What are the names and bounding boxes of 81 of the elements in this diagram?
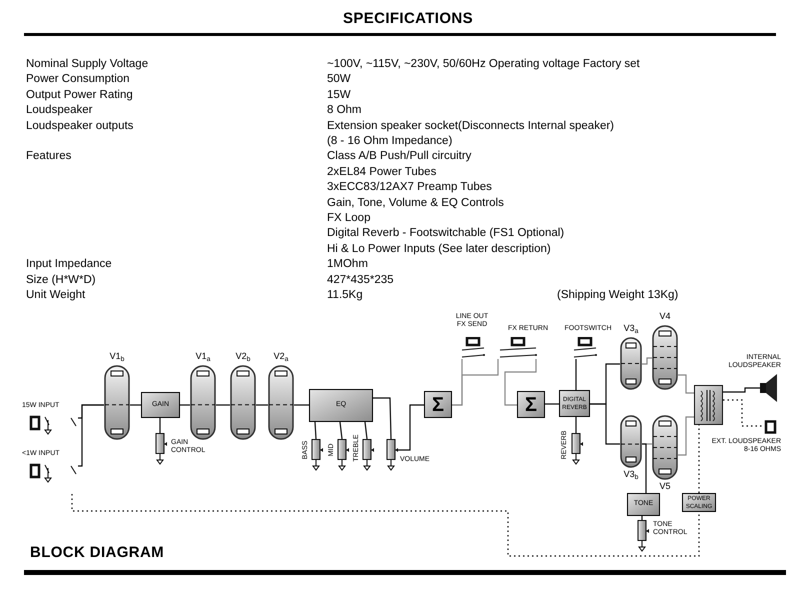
signal-wire <box>373 397 392 440</box>
dotted-link-line <box>723 399 762 427</box>
signal-wire <box>575 359 577 390</box>
tube-label: V3$_{b}$ <box>622 469 640 480</box>
vacuum-tube <box>268 365 294 440</box>
signal-wire <box>364 422 368 440</box>
potentiometer-symbol <box>386 439 398 471</box>
signal-wire <box>590 403 620 445</box>
potentiometer-symbol <box>337 439 349 471</box>
signal-wire <box>545 403 559 405</box>
spec-name: Power Consumption <box>26 72 130 86</box>
loudspeaker-icon <box>760 373 778 403</box>
signal-wire <box>339 422 343 440</box>
spec-name: Nominal Supply Voltage <box>26 57 148 71</box>
signal-wire <box>294 404 309 406</box>
tube-label: V2$_{a}$ <box>272 351 290 362</box>
spec-value: 11.5Kg <box>327 288 363 302</box>
dotted-link-line <box>71 494 700 557</box>
spec-name: Loudspeaker <box>26 103 92 118</box>
vacuum-tube <box>190 365 216 440</box>
spec-name: Output Power Rating <box>26 88 133 102</box>
spec-value: (8 - 16 Ohm Impedance) <box>327 134 452 148</box>
spec-value: FX Loop <box>327 211 370 225</box>
tube-label: V2$_{b}$ <box>234 351 252 362</box>
jack-socket <box>762 420 778 434</box>
page-title: SPECIFICATIONS <box>342 9 474 29</box>
spec-value: Class A/B Push/Pull circuitry <box>327 149 472 164</box>
tube-label: V3$_{a}$ <box>622 323 640 334</box>
vacuum-tube <box>230 365 256 440</box>
tube-label: V5 <box>658 481 672 492</box>
section-heading: BLOCK DIAGRAM <box>30 543 164 563</box>
spec-name: Input Impedance <box>26 257 112 272</box>
tube-label: V4 <box>658 311 672 322</box>
spec-value: 8 Ohm <box>327 103 362 118</box>
block-box: Σ <box>517 391 545 418</box>
spec-name: Size (H*W*D) <box>26 272 96 287</box>
signal-wire <box>256 404 268 406</box>
potentiometer-symbol <box>155 433 167 465</box>
spec-value: 427*435*235 <box>327 272 394 287</box>
spec-value: Digital Reverb - Footswitchable (FS1 Optional) <box>327 226 564 240</box>
output-transformer <box>694 385 723 425</box>
spec-value: 15W <box>327 88 351 102</box>
signal-wire <box>723 387 760 393</box>
signal-wire <box>398 404 424 451</box>
spec-value: Extension speaker socket(Disconnects Internal speaker) <box>327 118 614 133</box>
signal-wire <box>642 357 652 365</box>
vacuum-tube <box>652 325 678 390</box>
vacuum-tube <box>620 415 642 468</box>
block-box: Σ <box>424 391 452 418</box>
signal-wire <box>314 422 317 440</box>
potentiometer-symbol <box>637 520 649 552</box>
tube-label: V1$_{b}$ <box>108 351 126 362</box>
spec-name: Features <box>26 149 72 164</box>
signal-wire <box>216 404 230 406</box>
signal-wire <box>78 404 104 467</box>
spec-value: 3xECC83/12AX7 Preamp Tubes <box>327 180 492 194</box>
potentiometer-symbol <box>362 439 374 471</box>
spec-value: ~100V, ~115V, ~230V, 50/60Hz Operating voltage Factory set <box>327 57 640 71</box>
spec-value: Hi & Lo Power Inputs (See later description) <box>327 242 551 256</box>
signal-wire <box>159 418 161 433</box>
vacuum-tube <box>620 337 642 390</box>
vacuum-tube <box>652 415 678 480</box>
spec-value: 2xEL84 Power Tubes <box>327 164 436 179</box>
spec-name: Loudspeaker outputs <box>26 118 134 133</box>
signal-wire <box>180 404 190 406</box>
signal-wire <box>678 416 694 456</box>
potentiometer-symbol <box>571 433 583 465</box>
vacuum-tube <box>104 365 130 440</box>
tube-label: V1$_{a}$ <box>194 351 212 362</box>
signal-wire <box>642 443 647 493</box>
signal-wire <box>678 374 694 394</box>
signal-wire <box>575 417 577 434</box>
signal-wire <box>130 404 141 406</box>
signal-wire <box>504 359 537 406</box>
spec-value: Gain, Tone, Volume & EQ Controls <box>327 196 504 210</box>
potentiometer-symbol <box>311 439 323 471</box>
spec-value: 50W <box>327 72 351 86</box>
spec-value: 1MOhm <box>327 257 368 272</box>
spec-value: (Shipping Weight 13Kg) <box>557 288 678 302</box>
signal-wire <box>452 359 499 406</box>
spec-name: Unit Weight <box>26 288 86 302</box>
